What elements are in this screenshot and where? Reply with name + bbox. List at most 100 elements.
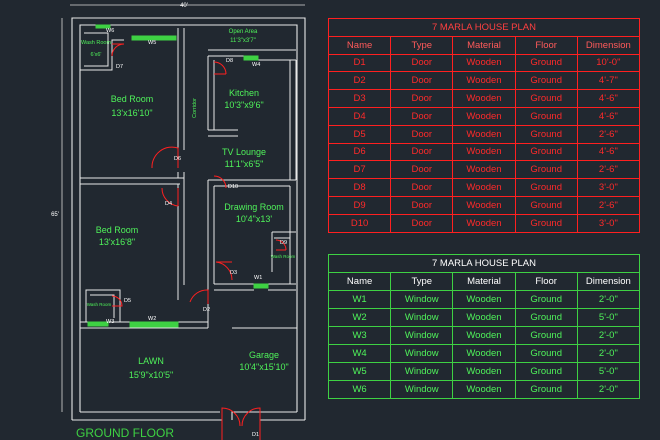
window-schedule-cell: Wooden: [452, 326, 516, 345]
label-bed-room-2-name: Bed Room: [96, 225, 139, 235]
tag-d10: D10: [228, 184, 238, 190]
door-schedule-cell: Ground: [514, 178, 578, 197]
door-schedule-cell: Wooden: [452, 106, 516, 126]
door-schedule-cell: Door: [390, 142, 454, 162]
window-w6: [95, 24, 111, 29]
door-schedule-cell: D2: [327, 71, 392, 91]
window-schedule-title: 7 MARLA HOUSE PLAN: [328, 254, 640, 273]
door-tags: D1 D2 D3 D4 D5 D6 D7 D8 D9 D10: [116, 58, 287, 438]
window-schedule-header-cell: Material: [452, 272, 516, 291]
door-schedule-cell: 10'-0": [576, 53, 641, 73]
window-schedule-title-row: 7 MARLA HOUSE PLAN: [328, 254, 640, 273]
tag-d9: D9: [280, 240, 287, 246]
door-schedule-cell: D3: [327, 89, 392, 108]
window-w5: [131, 35, 177, 41]
door-d4-swing: [161, 187, 179, 207]
label-tv-lounge-name: TV Lounge: [222, 147, 266, 157]
door-schedule-cell: D8: [327, 178, 392, 197]
door-schedule-cell: 2'-6": [576, 195, 641, 215]
door-schedule-cell: 2'-6": [576, 160, 641, 180]
window-schedule-header-cell: Name: [327, 272, 392, 291]
label-drawing-room-name: Drawing Room: [224, 202, 284, 212]
door-schedule-cell: Door: [390, 53, 454, 73]
label-kitchen: Kitchen 10'3"x9'6": [224, 88, 263, 110]
tag-d6: D6: [174, 156, 181, 162]
door-schedule-cell: Wooden: [452, 142, 516, 162]
door-d10-swing: [213, 175, 227, 189]
label-wash-room-top-size: 6'x6': [91, 52, 102, 58]
door-schedule-cell: Door: [390, 71, 454, 91]
door-schedule-cell: Ground: [514, 106, 578, 126]
window-schedule-cell: 2'-0": [576, 380, 641, 399]
door-d3-swing: [215, 261, 233, 281]
door-schedule-cell: Ground: [514, 124, 578, 144]
label-wash-room-left: Wash Room: [87, 302, 112, 307]
label-kitchen-name: Kitchen: [229, 88, 259, 98]
door-schedule-cell: Ground: [514, 195, 578, 215]
door-schedule-cell: Door: [390, 124, 454, 144]
window-schedule-cell: W4: [327, 344, 392, 363]
label-tv-lounge-size: 11'1"x6'5": [225, 159, 264, 169]
door-schedule-cell: Door: [390, 89, 454, 108]
window-schedule-cell: Ground: [514, 380, 578, 399]
door-d5-swing: [111, 295, 123, 307]
door-schedule-cell: Ground: [514, 53, 578, 73]
door-schedule-cell: Ground: [514, 213, 578, 233]
label-drawing-room: Drawing Room 10'4"x13': [224, 202, 284, 224]
door-schedule-cell: Wooden: [452, 213, 516, 233]
doors-group: [111, 43, 287, 440]
tag-d7: D7: [116, 64, 123, 70]
door-schedule-header-cell: Type: [390, 35, 454, 55]
window-schedule-cell: Wooden: [452, 344, 516, 363]
door-schedule-cell: Wooden: [452, 53, 516, 73]
windows-group: [87, 24, 269, 328]
top-dimension-label: 40': [180, 3, 188, 9]
door-d6-swing: [151, 146, 179, 169]
window-schedule-cell: Ground: [514, 326, 578, 345]
window-schedule-cell: Window: [390, 380, 454, 399]
side-dimension-label: 65': [51, 212, 59, 218]
label-wash-room-right: Wash Room: [271, 254, 296, 259]
label-bed-room-1-name: Bed Room: [111, 94, 154, 104]
window-schedule-cell: 5'-0": [576, 362, 641, 381]
label-drawing-room-size: 10'4"x13': [236, 214, 272, 224]
door-schedule-cell: Wooden: [452, 195, 516, 215]
tag-w1: W1: [254, 275, 262, 281]
door-schedule-header-cell: Floor: [514, 35, 578, 55]
window-schedule-header-cell: Type: [390, 272, 454, 291]
window-w3: [87, 321, 109, 327]
window-schedule-cell: 2'-0": [576, 344, 641, 363]
door-schedule-cell: Wooden: [452, 71, 516, 91]
tag-d2: D2: [203, 307, 210, 313]
window-schedule-cell: Window: [390, 344, 454, 363]
label-wash-room-top-name: Wash Room: [81, 40, 111, 46]
door-schedule-header-cell: Dimension: [576, 35, 641, 55]
window-schedule-cell: Ground: [514, 362, 578, 381]
window-schedule-cell: 2'-0": [576, 326, 641, 345]
window-w2: [129, 321, 179, 328]
label-bed-room-1: Bed Room 13'x16'10": [111, 94, 154, 118]
door-schedule-cell: 2'-6": [576, 124, 641, 144]
door-schedule-cell: 4'-7": [576, 71, 641, 91]
label-kitchen-size: 10'3"x9'6": [224, 100, 263, 110]
window-schedule-cell: Wooden: [452, 308, 516, 327]
door-schedule-cell: 4'-6": [576, 89, 641, 108]
tag-w6: W6: [106, 28, 114, 34]
label-bed-room-1-size: 13'x16'10": [111, 108, 152, 118]
window-schedule-cell: W1: [327, 290, 392, 309]
door-schedule-cell: D5: [327, 124, 392, 144]
